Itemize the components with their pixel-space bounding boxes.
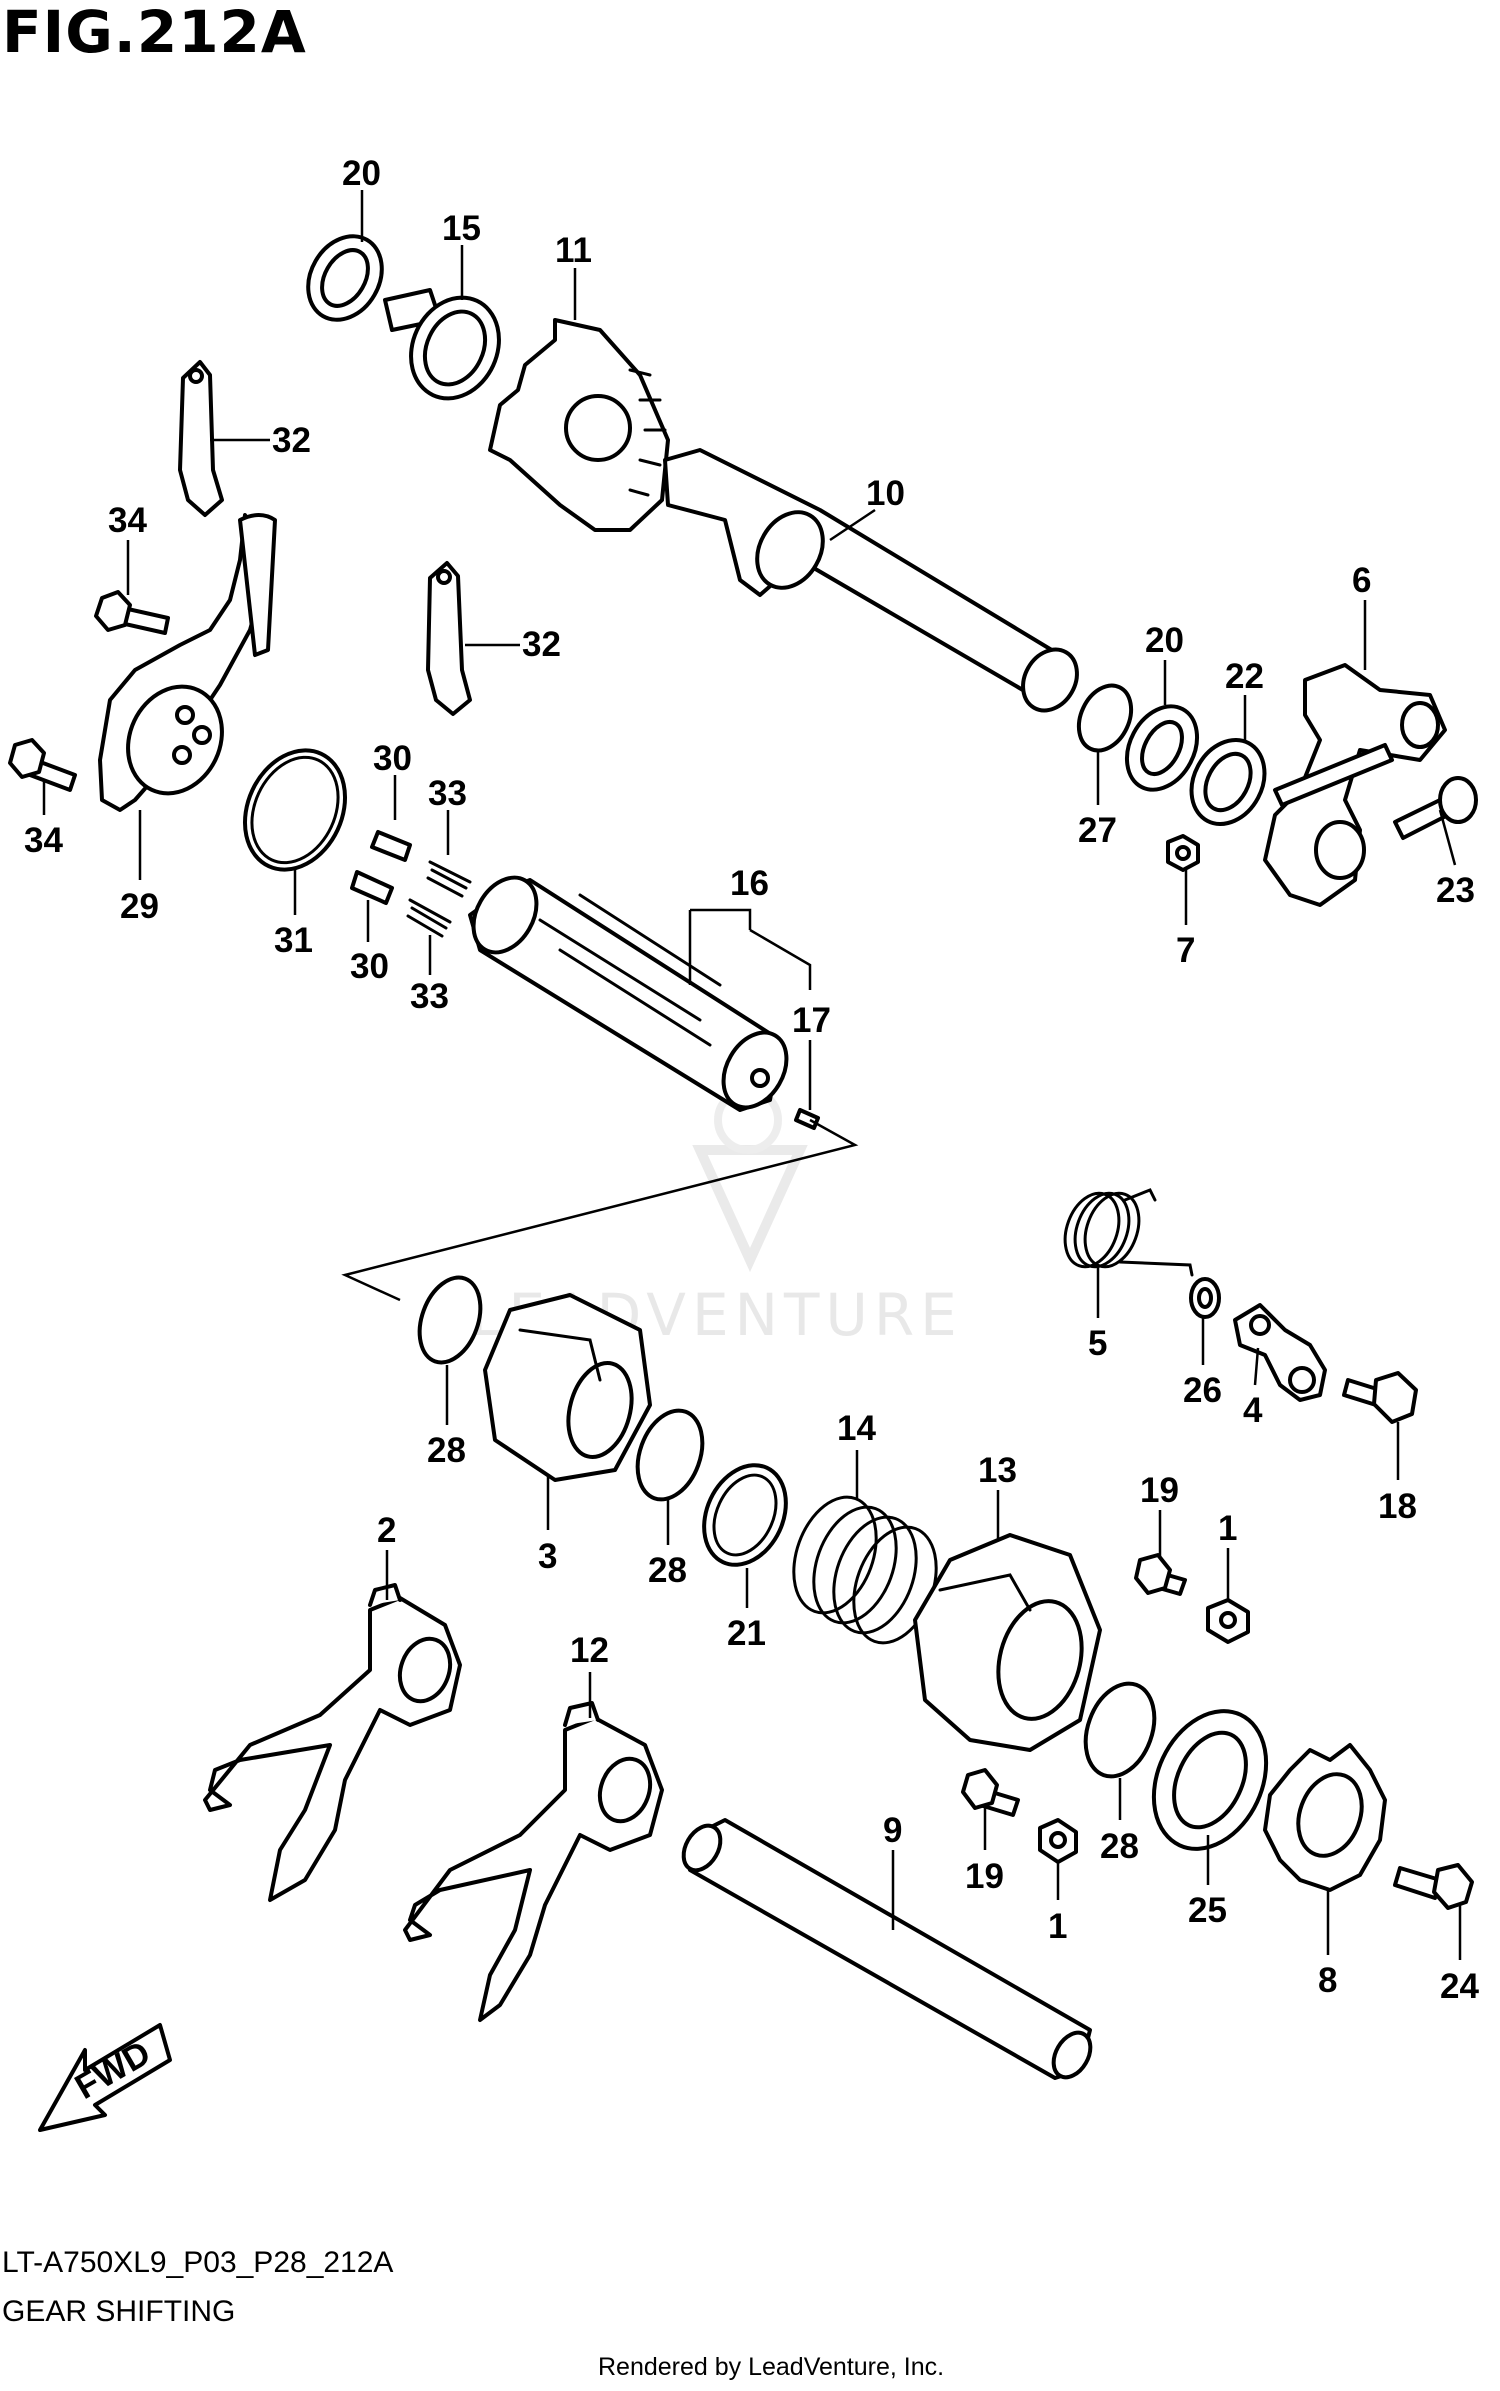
callout-23: 23 xyxy=(1436,871,1475,910)
pin-30-lower xyxy=(350,870,394,905)
callout-1-lower: 1 xyxy=(1048,1907,1067,1946)
bolt-18 xyxy=(1342,1371,1418,1424)
callout-10: 10 xyxy=(866,474,905,513)
shift-arm-11 xyxy=(488,318,670,532)
shift-fork-2 xyxy=(203,1583,462,1902)
callout-11: 11 xyxy=(555,231,592,270)
gearshift-lever-6 xyxy=(1263,663,1447,907)
callout-5: 5 xyxy=(1088,1324,1107,1363)
section-title: GEAR SHIFTING xyxy=(2,2295,236,2328)
circlip-28-middle xyxy=(635,1408,705,1502)
pin-17 xyxy=(794,1108,820,1130)
callout-34-upper: 34 xyxy=(108,501,147,540)
callout-30-lower: 30 xyxy=(350,947,389,986)
callout-33-upper: 33 xyxy=(428,774,467,813)
leader-lines xyxy=(42,190,1462,1960)
nut-7 xyxy=(1166,834,1200,872)
stopper-gear-8 xyxy=(1263,1743,1387,1892)
callout-19-lower: 19 xyxy=(965,1857,1004,1896)
callout-15: 15 xyxy=(442,209,481,248)
callout-26: 26 xyxy=(1183,1371,1222,1410)
washer-20-top xyxy=(306,234,384,322)
washer-21 xyxy=(702,1463,788,1567)
callout-28-left: 28 xyxy=(427,1431,466,1470)
fork-shaft-9 xyxy=(681,1818,1093,2080)
callout-24: 24 xyxy=(1440,1967,1479,2006)
bolt-23 xyxy=(1393,776,1478,840)
callout-2: 2 xyxy=(377,1511,396,1550)
callout-27: 27 xyxy=(1078,811,1117,850)
shift-shaft-10 xyxy=(663,448,1079,713)
cam-3 xyxy=(483,1293,652,1482)
callout-22: 22 xyxy=(1225,657,1264,696)
bolt-34-upper xyxy=(94,590,170,635)
callout-32-upper: 32 xyxy=(272,421,311,460)
callout-17: 17 xyxy=(792,1001,831,1040)
callout-20-top: 20 xyxy=(342,154,381,193)
bolt-19-upper xyxy=(1134,1553,1187,1596)
callout-14: 14 xyxy=(837,1409,876,1448)
render-credit: Rendered by LeadVenture, Inc. xyxy=(598,2353,945,2381)
stopper-arm-4 xyxy=(1233,1303,1327,1402)
callout-34-lower: 34 xyxy=(24,821,63,860)
bearing-25 xyxy=(1151,1709,1269,1851)
spring-33-upper xyxy=(426,860,472,898)
shift-drum-16 xyxy=(468,875,789,1112)
callout-9: 9 xyxy=(883,1811,902,1850)
shift-fork-12 xyxy=(403,1701,664,2022)
callout-20-right: 20 xyxy=(1145,621,1184,660)
callout-16: 16 xyxy=(730,864,769,903)
nut-1-upper xyxy=(1206,1598,1250,1644)
shift-cam-13 xyxy=(913,1533,1102,1752)
callout-28-middle: 28 xyxy=(648,1551,687,1590)
circlip-28-left xyxy=(417,1275,483,1365)
nut-1-lower xyxy=(1038,1818,1078,1864)
callout-7: 7 xyxy=(1176,931,1195,970)
callout-30-upper: 30 xyxy=(373,739,412,778)
callout-28-right: 28 xyxy=(1100,1827,1139,1866)
spring-5 xyxy=(1063,1188,1194,1277)
spring-33-lower xyxy=(406,898,452,938)
callout-labels: 20 15 11 32 10 34 32 6 20 22 34 30 33 27… xyxy=(24,154,1479,2006)
o-ring-31 xyxy=(242,748,348,872)
fwd-direction-arrow: FWD xyxy=(38,2023,172,2132)
callout-32-lower: 32 xyxy=(522,625,561,664)
pin-30-upper xyxy=(370,830,412,862)
callout-25: 25 xyxy=(1188,1891,1227,1930)
clamp-32-lower xyxy=(426,561,472,716)
figure-title: FIG.212A xyxy=(2,0,307,66)
spring-15 xyxy=(383,288,501,401)
callout-13: 13 xyxy=(978,1451,1017,1490)
bolt-24 xyxy=(1393,1863,1474,1910)
oil-seal-22 xyxy=(1189,737,1267,827)
callout-18: 18 xyxy=(1378,1487,1417,1526)
callout-21: 21 xyxy=(727,1614,766,1653)
callout-12: 12 xyxy=(570,1631,609,1670)
model-code: LT-A750XL9_P03_P28_212A xyxy=(2,2246,394,2279)
assembly-bracket xyxy=(341,1118,859,1302)
callout-1-upper: 1 xyxy=(1218,1509,1237,1548)
circlip-28-right xyxy=(1083,1681,1157,1779)
washer-26 xyxy=(1189,1277,1221,1319)
callout-29: 29 xyxy=(120,887,159,926)
gear-position-switch-29 xyxy=(98,513,277,812)
callout-31: 31 xyxy=(274,921,313,960)
callout-8: 8 xyxy=(1318,1961,1337,2000)
callout-6: 6 xyxy=(1352,561,1371,600)
bolt-34-lower xyxy=(8,738,77,792)
callout-4: 4 xyxy=(1243,1391,1263,1430)
washer-20-right xyxy=(1124,704,1200,792)
clamp-32-upper xyxy=(178,360,224,517)
callout-33-lower: 33 xyxy=(410,977,449,1016)
circlip-27 xyxy=(1076,683,1134,753)
callout-19-upper: 19 xyxy=(1140,1471,1179,1510)
bolt-19-lower xyxy=(961,1768,1020,1817)
callout-3: 3 xyxy=(538,1537,557,1576)
